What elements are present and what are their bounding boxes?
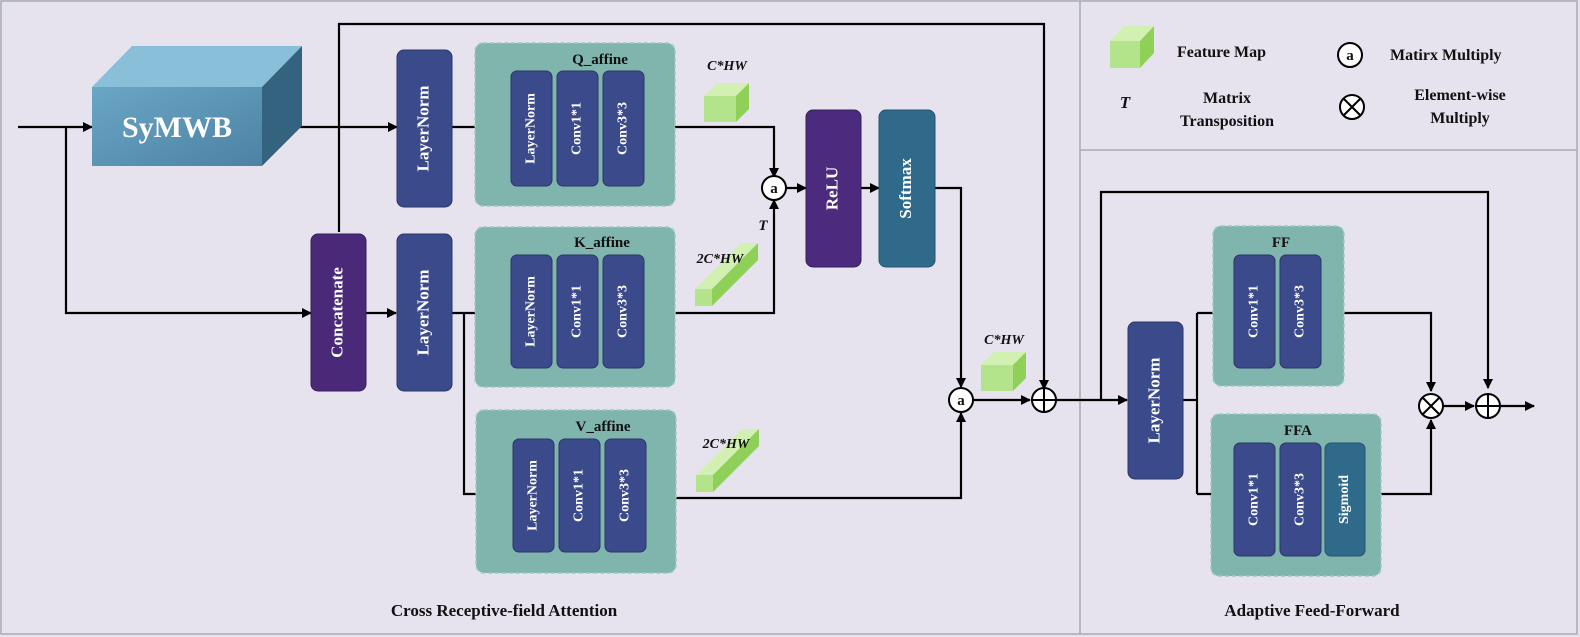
v-op-conv1x1: Conv1*1 <box>558 438 601 553</box>
q-affine-title: Q_affine <box>572 52 628 68</box>
layernorm-q-label: LayerNorm <box>413 86 432 172</box>
svg-text:a: a <box>957 393 965 409</box>
legend-elementwise-line1: Element-wise <box>1414 87 1506 104</box>
k-affine-title: K_affine <box>574 235 630 251</box>
feature-map-icon <box>981 352 1026 391</box>
svg-text:Conv1*1: Conv1*1 <box>570 285 585 338</box>
legend-transposition-line1: Matrix <box>1203 90 1251 107</box>
svg-text:Sigmoid: Sigmoid <box>1337 475 1352 524</box>
svg-text:LayerNorm: LayerNorm <box>524 276 539 347</box>
symwb-label: SyMWB <box>122 111 232 144</box>
k-op-conv3x3: Conv3*3 <box>602 254 645 369</box>
v-affine-title: V_affine <box>576 419 631 435</box>
layernorm-ff-label: LayerNorm <box>1144 358 1163 444</box>
layernorm-q-block: LayerNorm <box>396 49 453 208</box>
attention-caption: Cross Receptive-field Attention <box>391 601 618 620</box>
feature-map-icon <box>695 243 758 306</box>
legend: Feature Map a Matirx Multiply T Matrix T… <box>1120 42 1506 130</box>
feature-map-icon <box>696 429 759 492</box>
k-op-conv1x1: Conv1*1 <box>556 254 599 369</box>
ffa-op-conv3x3: Conv3*3 <box>1279 442 1322 557</box>
svg-text:Conv3*3: Conv3*3 <box>616 102 631 155</box>
q-op-conv1x1: Conv1*1 <box>556 70 599 187</box>
legend-feature-map: Feature Map <box>1177 44 1266 61</box>
q-op-conv3x3: Conv3*3 <box>602 70 645 187</box>
concatenate-block: Concatenate <box>310 233 367 392</box>
svg-text:a: a <box>1346 48 1354 64</box>
transpose-mark: T <box>758 218 768 234</box>
k-dim-label: 2C*HW <box>696 252 745 267</box>
svg-text:Conv1*1: Conv1*1 <box>1247 473 1262 526</box>
svg-text:Conv3*3: Conv3*3 <box>1293 473 1308 526</box>
softmax-label: Softmax <box>896 158 915 219</box>
k-op-layernorm: LayerNorm <box>510 254 553 369</box>
svg-text:Conv1*1: Conv1*1 <box>572 469 587 522</box>
svg-text:a: a <box>770 181 778 197</box>
element-wise-multiply-icon <box>1418 393 1444 419</box>
ff-title: FF <box>1272 235 1290 251</box>
layernorm-ff-block: LayerNorm <box>1127 321 1184 480</box>
element-wise-multiply-icon <box>1339 94 1365 120</box>
add-icon <box>1475 393 1501 419</box>
ff-op-conv3x3: Conv3*3 <box>1279 254 1322 369</box>
matrix-multiply-icon: a <box>1337 42 1363 68</box>
ff-op-conv1x1: Conv1*1 <box>1233 254 1276 369</box>
svg-text:Conv3*3: Conv3*3 <box>618 469 633 522</box>
svg-text:Conv3*3: Conv3*3 <box>1293 285 1308 338</box>
svg-text:LayerNorm: LayerNorm <box>526 460 541 531</box>
softmax-block: Softmax <box>878 109 936 268</box>
v-op-conv3x3: Conv3*3 <box>604 438 647 553</box>
concatenate-label: Concatenate <box>327 267 346 358</box>
legend-elementwise-line2: Multiply <box>1430 110 1490 127</box>
q-dim-label: C*HW <box>707 59 748 74</box>
legend-transposition-line2: Transposition <box>1180 113 1274 130</box>
feature-map-icon <box>704 83 749 122</box>
matrix-multiply-icon: a <box>761 175 787 201</box>
legend-transposition-symbol: T <box>1120 93 1131 112</box>
ffa-title: FFA <box>1284 423 1312 439</box>
ffa-op-sigmoid: Sigmoid <box>1324 442 1366 557</box>
layernorm-kv-label: LayerNorm <box>413 270 432 356</box>
feedforward-caption: Adaptive Feed-Forward <box>1224 601 1400 620</box>
out-dim-label: C*HW <box>984 333 1025 348</box>
layernorm-kv-block: LayerNorm <box>396 233 453 392</box>
v-op-layernorm: LayerNorm <box>512 438 555 553</box>
symwb-block: SyMWB <box>92 46 302 166</box>
add-icon <box>1031 387 1057 413</box>
ffa-op-conv1x1: Conv1*1 <box>1233 442 1276 557</box>
v-dim-label: 2C*HW <box>702 437 751 452</box>
relu-label: ReLU <box>822 167 841 210</box>
relu-block: ReLU <box>805 109 862 268</box>
feature-map-icon <box>1110 26 1154 68</box>
svg-text:Conv1*1: Conv1*1 <box>1247 285 1262 338</box>
q-op-layernorm: LayerNorm <box>510 70 553 187</box>
svg-text:LayerNorm: LayerNorm <box>524 93 539 164</box>
legend-matrix-multiply: Matirx Multiply <box>1390 47 1502 64</box>
svg-text:Conv1*1: Conv1*1 <box>570 102 585 155</box>
svg-text:Conv3*3: Conv3*3 <box>616 285 631 338</box>
matrix-multiply-icon: a <box>948 387 974 413</box>
